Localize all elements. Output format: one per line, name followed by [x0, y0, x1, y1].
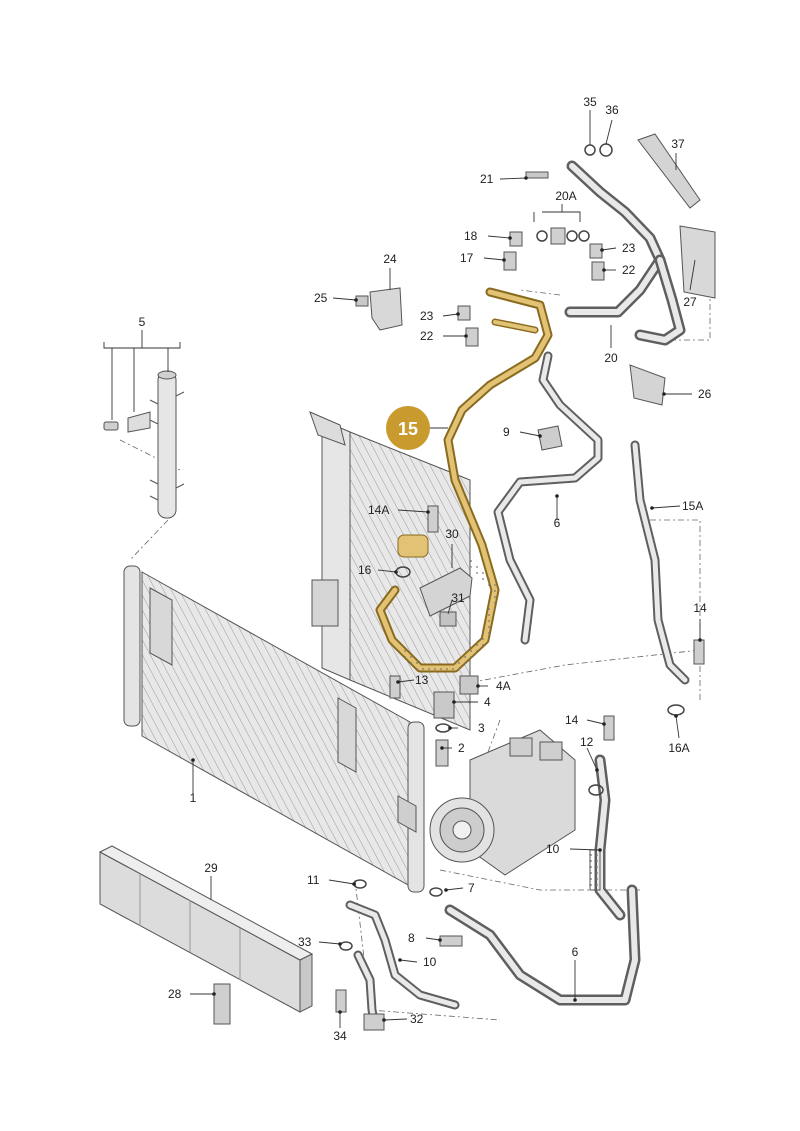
small-parts — [213, 133, 716, 1031]
callout-30: 30 — [445, 527, 459, 541]
callout-20: 20 — [604, 351, 618, 365]
callout-28: 28 — [168, 987, 182, 1001]
callout-25: 25 — [314, 291, 328, 305]
callout-37: 37 — [671, 137, 685, 151]
callout-13: 13 — [415, 673, 429, 687]
callout-18: 18 — [464, 229, 478, 243]
callout-23-left: 23 — [420, 309, 434, 323]
highlight-badge-label: 15 — [398, 419, 418, 439]
callout-15a: 15A — [682, 499, 703, 513]
callout-labels: 1 2 3 4 4A 5 6 6 7 8 9 10 10 11 12 13 14… — [139, 95, 712, 1043]
callout-32: 32 — [410, 1012, 424, 1026]
ac-compressor — [429, 729, 576, 876]
callout-20a: 20A — [555, 189, 576, 203]
air-guide-panel — [98, 845, 314, 1013]
callout-14-center: 14 — [565, 713, 579, 727]
callout-11: 11 — [307, 873, 320, 887]
callout-22-left: 22 — [420, 329, 434, 343]
callout-2: 2 — [458, 741, 465, 755]
callout-1: 1 — [190, 791, 197, 805]
callout-14-right: 14 — [693, 601, 707, 615]
highlighted-hose-15 — [375, 287, 553, 673]
callout-9: 9 — [503, 425, 510, 439]
callout-4a: 4A — [496, 679, 511, 693]
leader-lines — [103, 110, 701, 1028]
callout-6-lower: 6 — [572, 945, 579, 959]
leader-dots — [191, 176, 702, 1022]
callout-12: 12 — [580, 735, 594, 749]
callout-23-right: 23 — [622, 241, 636, 255]
callout-16: 16 — [358, 563, 372, 577]
highlight-badge-15: 15 — [386, 406, 448, 450]
callout-10-left: 10 — [423, 955, 437, 969]
callout-5: 5 — [139, 315, 146, 329]
callout-7: 7 — [468, 881, 475, 895]
callout-29: 29 — [204, 861, 218, 875]
receiver-drier — [103, 370, 185, 519]
condenser — [123, 565, 425, 893]
callout-36: 36 — [605, 103, 619, 117]
callout-31: 31 — [451, 591, 465, 605]
callout-21: 21 — [480, 172, 494, 186]
callout-8: 8 — [408, 931, 415, 945]
callout-26: 26 — [698, 387, 712, 401]
callout-16a: 16A — [668, 741, 689, 755]
callout-22-right: 22 — [622, 263, 636, 277]
radiator-core — [309, 411, 471, 731]
callout-6-upper: 6 — [554, 516, 561, 530]
callout-17: 17 — [460, 251, 474, 265]
callout-35: 35 — [583, 95, 597, 109]
callout-10-right: 10 — [546, 842, 560, 856]
callout-34: 34 — [333, 1029, 347, 1043]
callout-3: 3 — [478, 721, 485, 735]
callout-14a: 14A — [368, 503, 389, 517]
callout-4: 4 — [484, 695, 491, 709]
callout-24: 24 — [383, 252, 397, 266]
callout-33: 33 — [298, 935, 312, 949]
callout-27: 27 — [683, 295, 697, 309]
